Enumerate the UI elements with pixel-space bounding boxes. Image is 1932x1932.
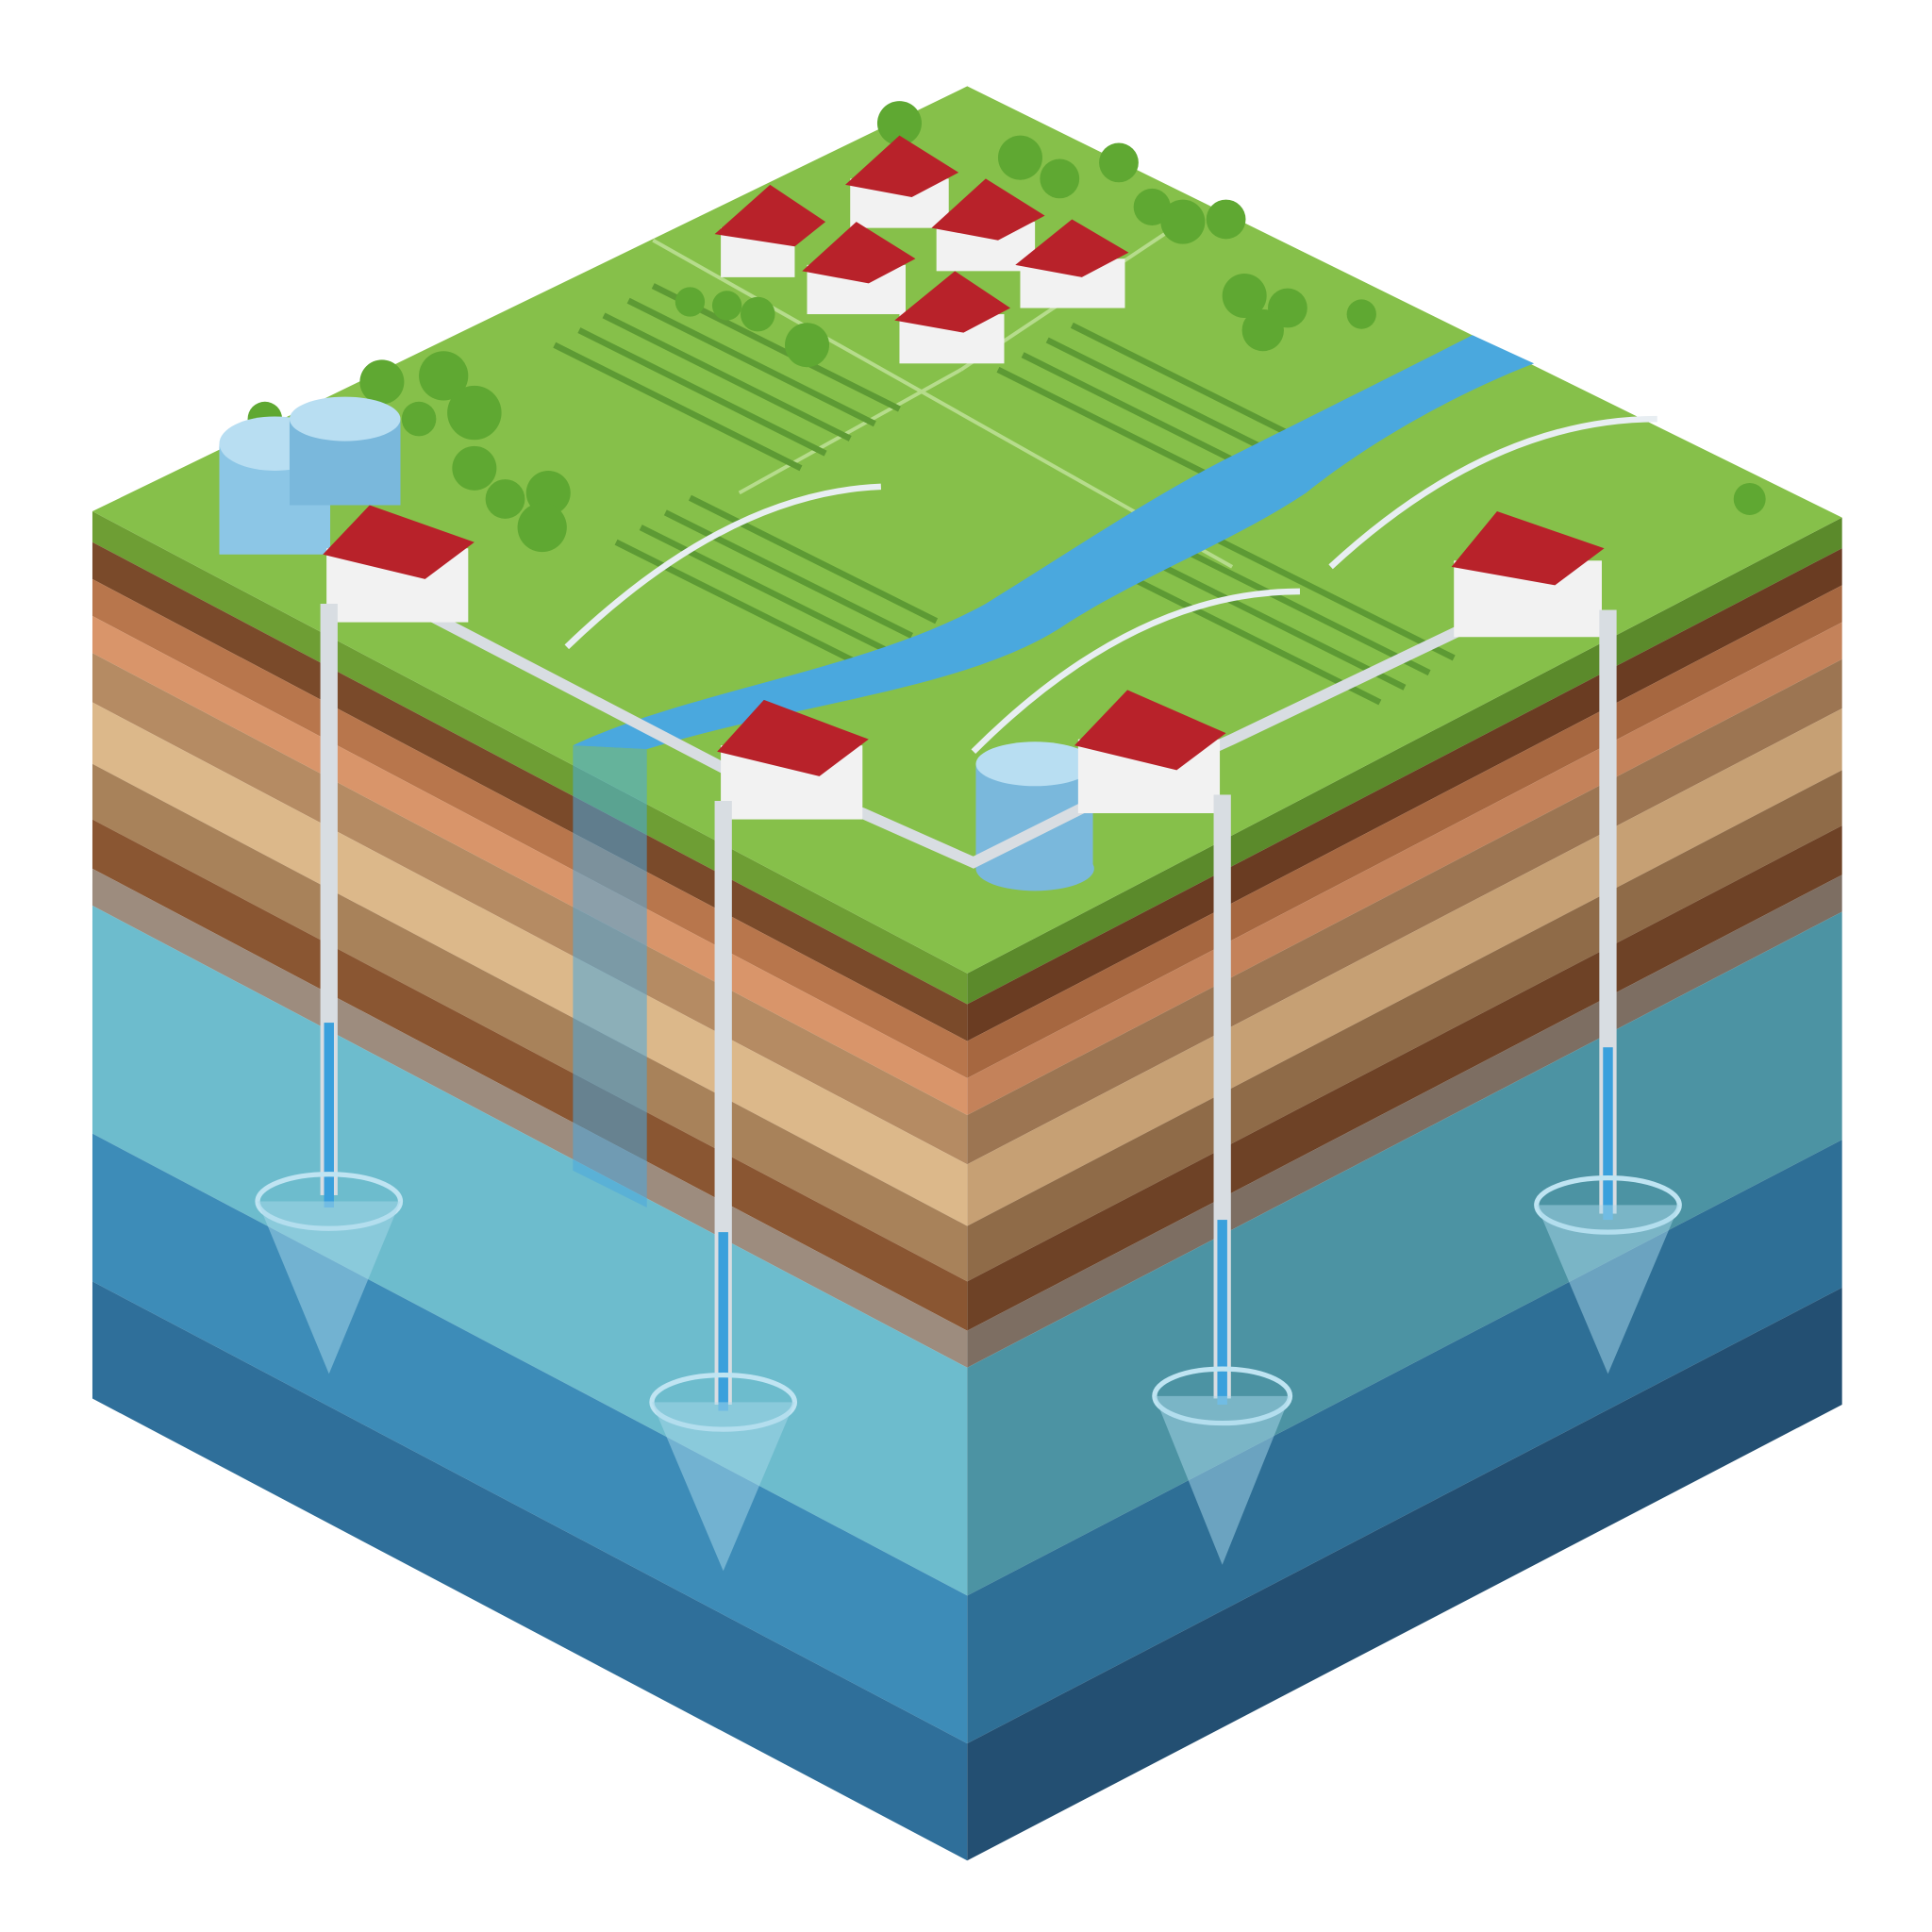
sprinkler-arch xyxy=(1328,415,1657,570)
tree xyxy=(1160,199,1206,244)
crop-rows xyxy=(553,283,1456,706)
layer-gravel-left xyxy=(92,868,968,1368)
pump-house xyxy=(1074,690,1226,814)
wells xyxy=(255,604,1682,1572)
layer-deep-aquifer-right xyxy=(967,1287,1842,1861)
tree xyxy=(1733,483,1766,515)
tree xyxy=(452,445,497,491)
tree xyxy=(1241,308,1284,352)
house xyxy=(894,271,1011,364)
storage-tank-left xyxy=(219,396,401,555)
tree xyxy=(740,296,775,332)
layer-sand-left xyxy=(92,702,968,1226)
well-2 xyxy=(649,800,798,1572)
drawdown-cone xyxy=(1154,1395,1291,1565)
layer-dense-clay-left xyxy=(92,819,968,1331)
river xyxy=(573,335,1535,750)
well-4 xyxy=(1534,609,1682,1374)
layer-sand-right xyxy=(967,708,1842,1226)
village xyxy=(714,135,1129,364)
tree xyxy=(1099,142,1139,183)
tree xyxy=(419,351,469,401)
well-3 xyxy=(1152,794,1293,1565)
tree xyxy=(1222,273,1267,318)
pump-house xyxy=(717,699,869,820)
tree xyxy=(1346,299,1376,329)
trees xyxy=(247,101,1766,553)
tree xyxy=(675,287,706,317)
drawdown-cone xyxy=(651,1402,795,1572)
pump-house xyxy=(323,505,475,623)
tree xyxy=(447,385,502,441)
tree xyxy=(1040,158,1080,199)
layer-orange-clay-left xyxy=(92,616,968,1116)
layer-silt-left xyxy=(92,653,968,1165)
layer-topsoil-left xyxy=(92,511,968,1005)
house xyxy=(845,135,959,228)
tree xyxy=(401,401,437,437)
layer-clay-right xyxy=(967,585,1842,1078)
sprinkler-arch xyxy=(971,588,1300,755)
tree xyxy=(785,323,830,368)
tree xyxy=(359,359,405,405)
tree xyxy=(997,135,1042,180)
pump-houses xyxy=(323,505,1605,820)
house xyxy=(1015,219,1129,308)
house xyxy=(714,184,826,277)
well-1 xyxy=(255,604,404,1374)
layer-silt-right xyxy=(967,658,1842,1165)
layer-loam-left xyxy=(92,763,968,1282)
drawdown-cone xyxy=(1536,1205,1680,1374)
layer-clay-left xyxy=(92,578,968,1078)
ground-surface xyxy=(92,86,1842,974)
house xyxy=(802,222,916,315)
tree xyxy=(876,101,922,146)
layer-deep-aquifer-left xyxy=(92,1281,968,1861)
sprinkler-arch xyxy=(564,483,882,650)
tree xyxy=(711,291,742,321)
layer-dark-brown-soil-right xyxy=(967,548,1842,1041)
tree xyxy=(517,502,567,553)
drawdown-cone xyxy=(257,1201,401,1374)
layer-loam-right xyxy=(967,770,1842,1282)
layer-topsoil-right xyxy=(967,517,1842,1005)
waterfall xyxy=(573,745,647,1208)
tree xyxy=(1206,199,1246,240)
layer-dense-clay-right xyxy=(967,825,1842,1331)
irrigation-sprinklers xyxy=(564,415,1657,755)
layer-orange-clay-right xyxy=(967,622,1842,1116)
layer-dark-brown-soil-left xyxy=(92,541,968,1041)
tree xyxy=(1133,188,1171,226)
tree xyxy=(485,479,525,519)
pump-house xyxy=(1451,511,1605,638)
layer-gravel-right xyxy=(967,874,1842,1368)
